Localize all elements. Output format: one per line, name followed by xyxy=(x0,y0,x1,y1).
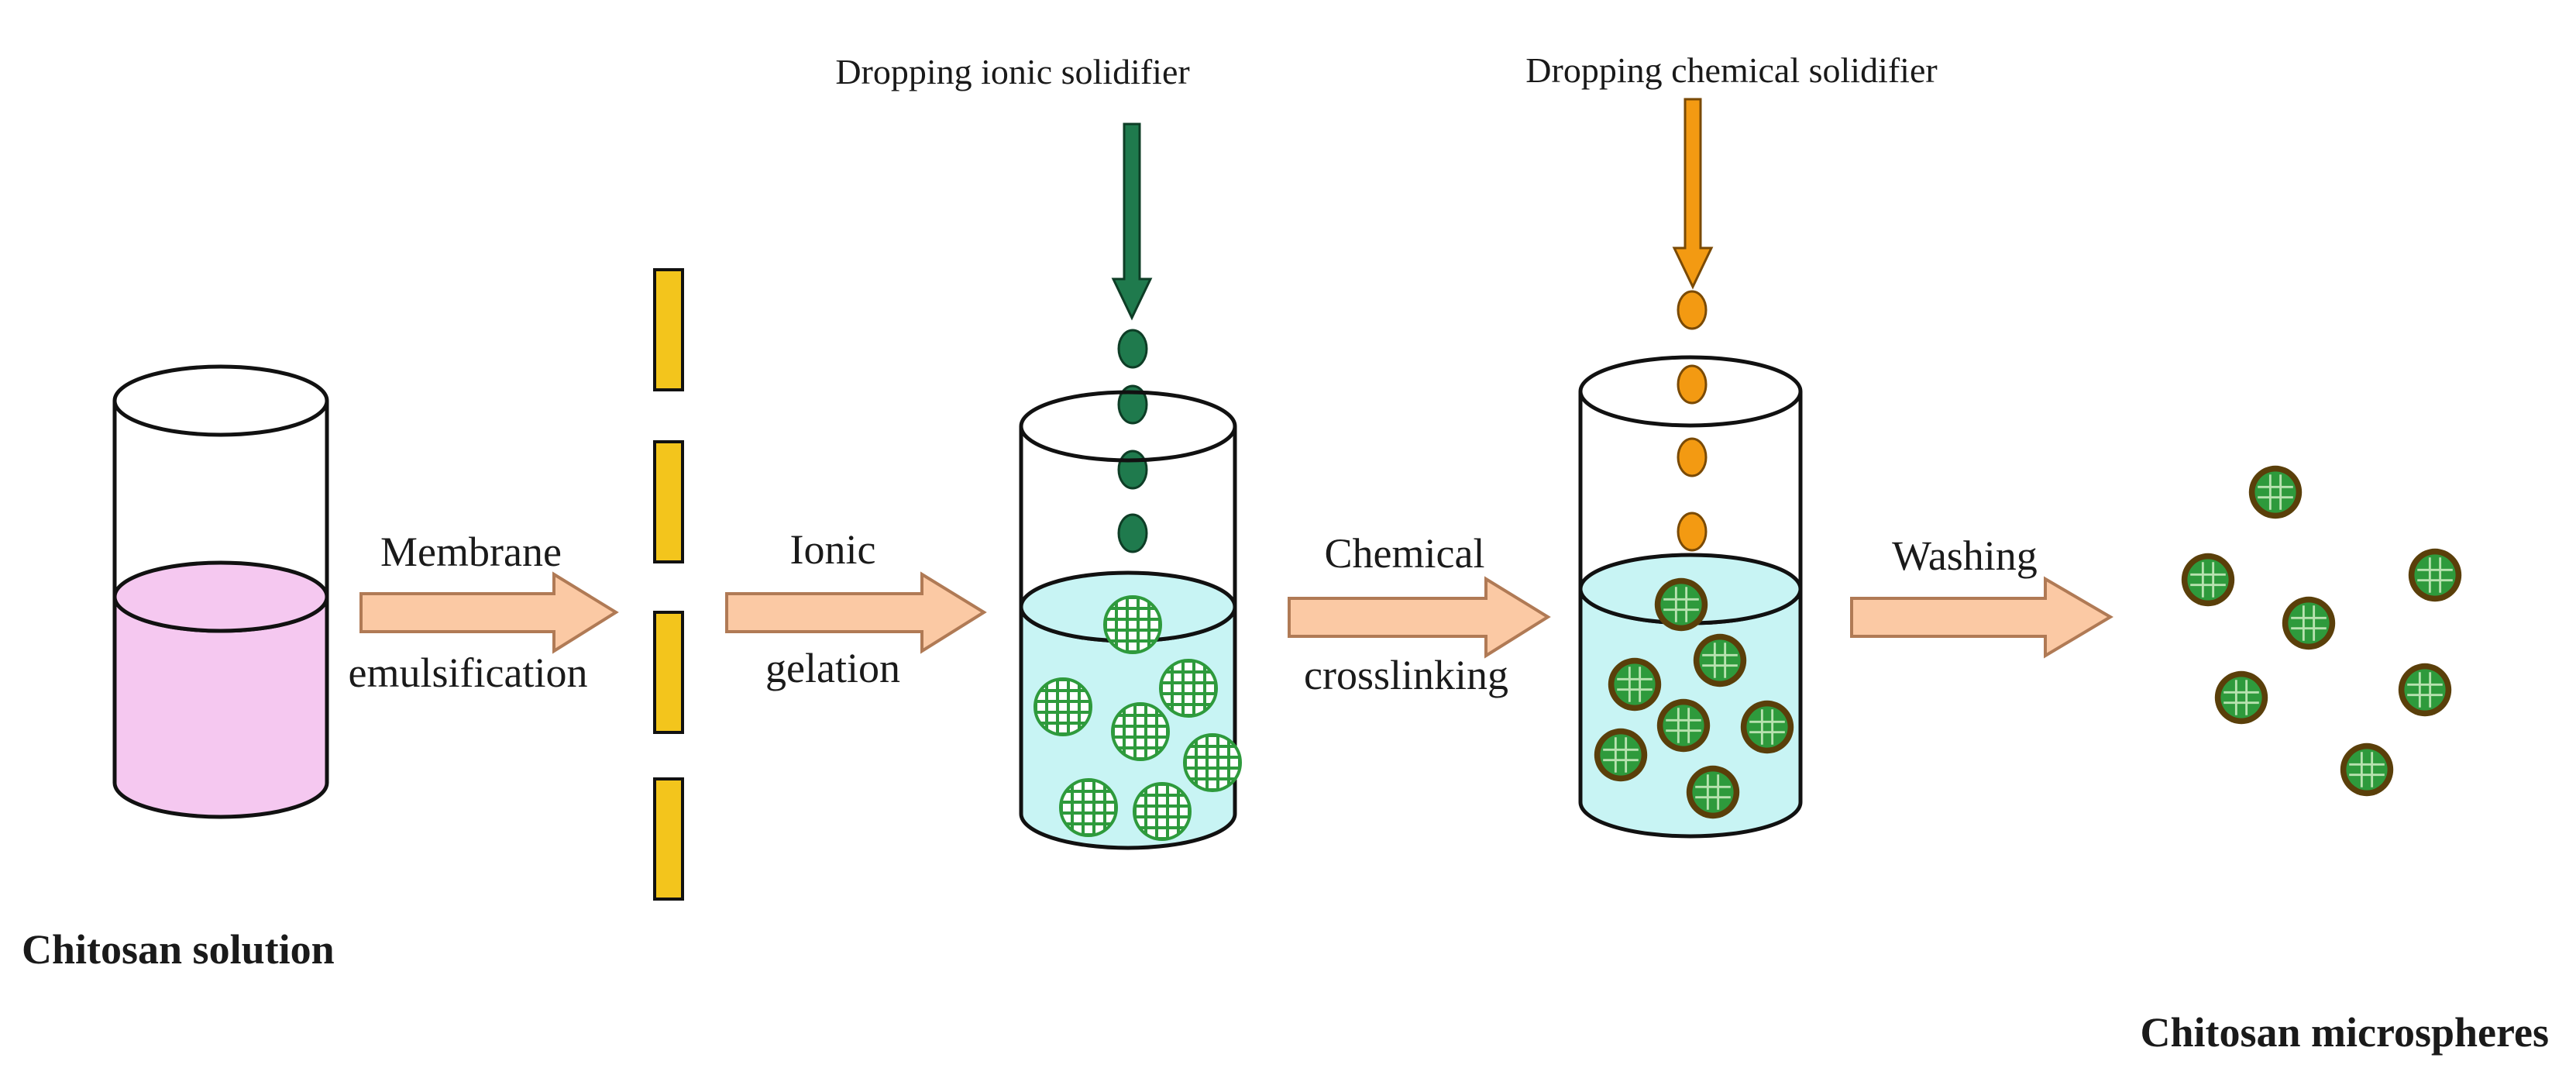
crosslinked-particle xyxy=(1653,577,1709,632)
porous-membrane xyxy=(653,268,684,901)
crosslinked-particle xyxy=(1692,632,1748,688)
chemical-solidifier-droplets xyxy=(1677,290,1708,552)
gel-particle xyxy=(1033,677,1092,736)
label-chitosan-microspheres: Chitosan microspheres xyxy=(2140,1009,2549,1056)
chemical-solidifier-arrow xyxy=(1672,98,1714,290)
microsphere xyxy=(2248,464,2303,520)
ionic-solidifier-arrow xyxy=(1111,122,1153,321)
crosslinked-particle xyxy=(1656,698,1711,753)
crosslinked-particle xyxy=(1593,727,1649,783)
microsphere xyxy=(2180,552,2236,608)
process-arrow-ionic-gelation xyxy=(725,571,987,654)
microsphere xyxy=(2339,742,2395,798)
label-washing: Washing xyxy=(1892,532,2038,579)
gel-particle xyxy=(1183,733,1242,792)
gel-particle xyxy=(1111,702,1170,761)
gel-particle xyxy=(1103,595,1162,654)
chitosan-microspheres xyxy=(2180,464,2463,798)
chitosan-solution-beaker xyxy=(112,364,329,819)
label-crosslinking: crosslinking xyxy=(1304,652,1508,698)
label-chemical: Chemical xyxy=(1325,530,1485,577)
label-ionic: Ionic xyxy=(790,526,876,573)
label-gelation: gelation xyxy=(765,645,900,691)
gel-particle xyxy=(1059,778,1118,837)
process-arrow-chemical-crosslinking xyxy=(1288,576,1551,659)
label-dropping-ionic-solidifier: Dropping ionic solidifier xyxy=(835,52,1189,91)
ionic-solidifier-droplets xyxy=(1117,329,1148,553)
crosslinked-particle xyxy=(1607,656,1663,712)
label-membrane: Membrane xyxy=(380,529,562,575)
label-emulsification: emulsification xyxy=(349,649,588,696)
microsphere xyxy=(2213,670,2269,725)
process-arrow-membrane-emulsification xyxy=(359,571,619,654)
gel-particle xyxy=(1159,659,1218,718)
crosslinked-particle xyxy=(1685,764,1741,820)
crosslinked-particle xyxy=(1739,699,1795,755)
microsphere xyxy=(2281,595,2337,651)
label-chitosan-solution: Chitosan solution xyxy=(22,926,335,973)
microsphere xyxy=(2397,662,2453,718)
process-arrow-washing xyxy=(1850,576,2113,659)
label-dropping-chemical-solidifier: Dropping chemical solidifier xyxy=(1525,50,1937,90)
gel-particle xyxy=(1133,782,1192,841)
microsphere xyxy=(2407,547,2463,603)
